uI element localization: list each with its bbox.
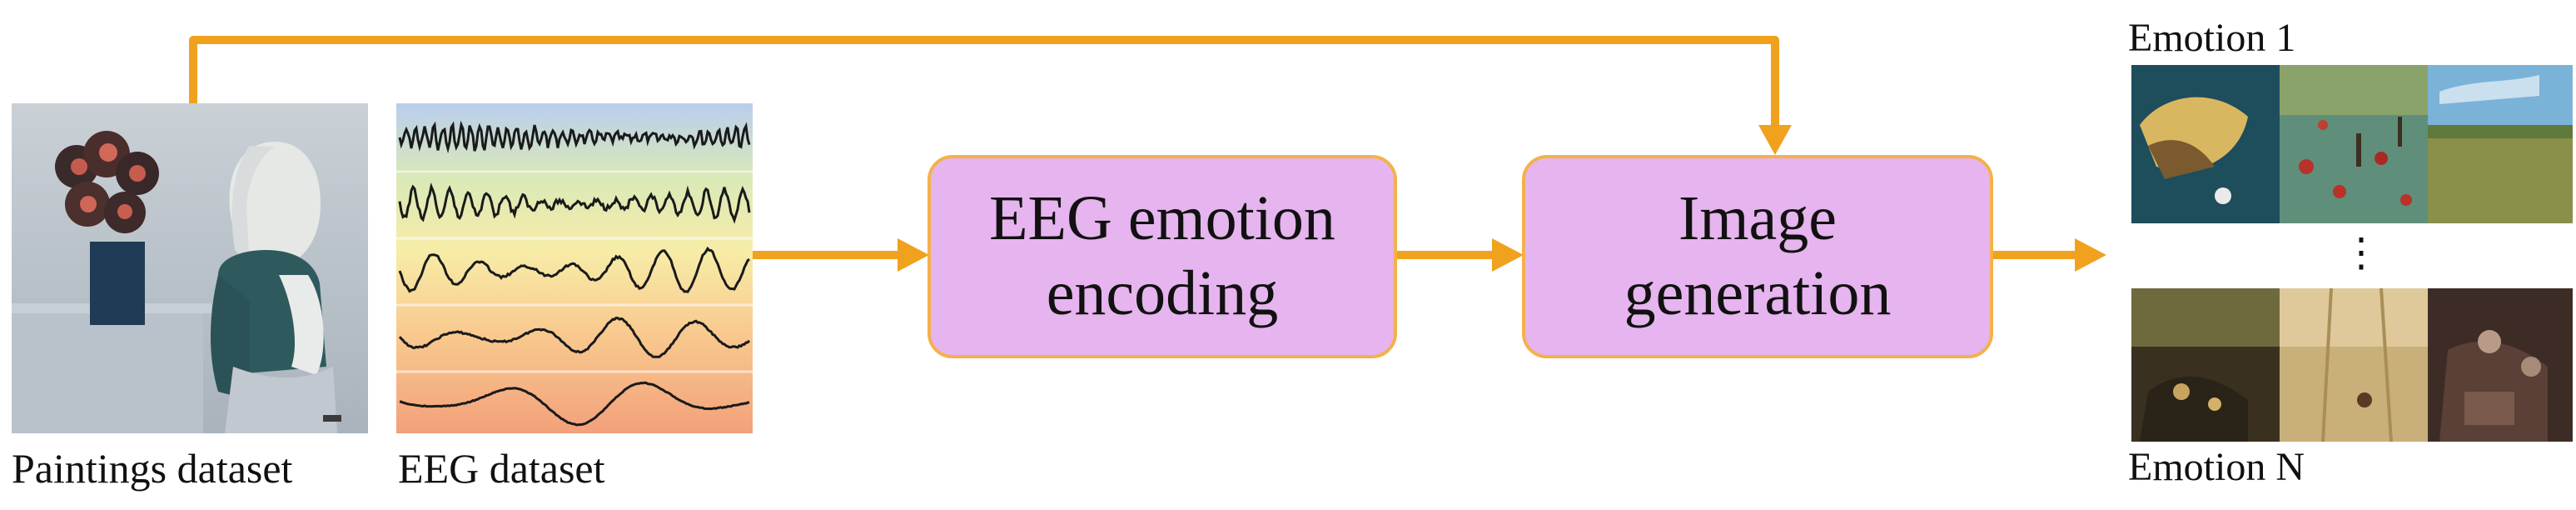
bypass-arrowhead	[1758, 125, 1792, 155]
vertical-ellipsis: ⋮	[2341, 231, 2381, 275]
eeg-dataset-label: EEG dataset	[398, 445, 605, 492]
eeg-wave-4	[398, 316, 751, 358]
eeg-wave-5	[400, 381, 750, 427]
eeg-wave-3	[398, 246, 750, 293]
eeg-emotion-encoding-text: EEG emotion encoding	[929, 182, 1395, 331]
eeg-image	[396, 103, 753, 433]
emotion-n-label: Emotion N	[2128, 445, 2305, 489]
eeg-emotion-encoding-line2: encoding	[1046, 258, 1279, 328]
eeg-wave-1	[398, 120, 751, 154]
emotion-1-label: Emotion 1	[2128, 16, 2296, 60]
image-generation-box	[1522, 155, 1993, 358]
connector-arrows	[189, 36, 2106, 272]
painting-image	[12, 103, 368, 433]
emotion-1-images	[2131, 65, 2573, 223]
image-generation-line1: Image	[1678, 183, 1837, 253]
eeg-wave-2	[398, 182, 751, 224]
bypass-arrow	[189, 36, 1779, 133]
paintings-dataset-label: Paintings dataset	[12, 445, 293, 492]
eeg-emotion-encoding-box	[927, 155, 1397, 358]
image-generation-line2: generation	[1624, 258, 1892, 328]
emotion-n-images	[2131, 288, 2573, 442]
image-generation-text: Image generation	[1524, 182, 1992, 331]
eeg-emotion-encoding-line1: EEG emotion	[989, 183, 1335, 253]
